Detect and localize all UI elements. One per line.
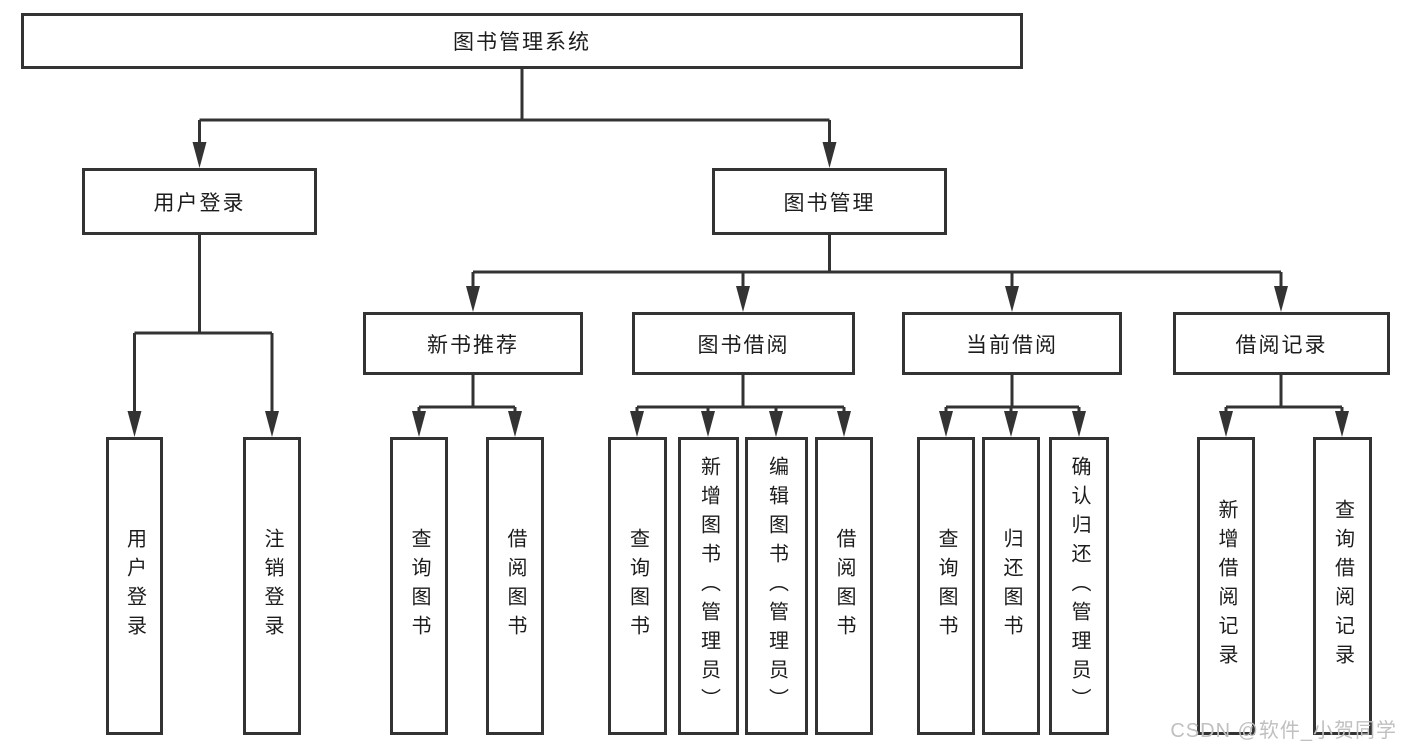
leaf-return-book: 归还图书 (982, 437, 1040, 735)
leaf-label: 查询图书 (626, 528, 649, 644)
leaf-borrow-books-borrowing: 借阅图书 (815, 437, 873, 735)
leaf-label: 注销登录 (261, 528, 283, 644)
leaf-label: 用户登录 (123, 528, 146, 644)
leaf-add-borrow-record: 新增借阅记录 (1197, 437, 1255, 735)
leaf-query-books-borrowing: 查询图书 (608, 437, 667, 735)
node-label: 用户登录 (153, 191, 246, 215)
node-label: 图书管理 (783, 191, 876, 215)
leaf-label: 借阅图书 (504, 528, 526, 644)
node-label: 新书推荐 (427, 333, 519, 357)
node-book-borrowing: 图书借阅 (632, 312, 855, 375)
leaf-edit-book-admin: 编辑图书（管理员） (745, 437, 808, 735)
node-new-book-recommendation: 新书推荐 (363, 312, 583, 375)
leaf-query-books-recommend: 查询图书 (390, 437, 448, 735)
node-label: 借阅记录 (1235, 333, 1328, 357)
leaf-label: 查询图书 (935, 528, 957, 644)
leaf-label: 查询借阅记录 (1331, 499, 1354, 673)
node-borrowing-records: 借阅记录 (1173, 312, 1390, 375)
node-user-login: 用户登录 (82, 168, 317, 235)
leaf-label: 归还图书 (1000, 528, 1022, 644)
leaf-label: 编辑图书（管理员） (765, 455, 788, 717)
node-current-borrowing: 当前借阅 (902, 312, 1122, 375)
leaf-label: 确认归还（管理员） (1068, 455, 1090, 717)
leaf-user-login: 用户登录 (106, 437, 163, 735)
leaf-confirm-return-admin: 确认归还（管理员） (1049, 437, 1109, 735)
leaf-logout: 注销登录 (243, 437, 301, 735)
leaf-label: 借阅图书 (833, 528, 855, 644)
leaf-query-books-current: 查询图书 (917, 437, 975, 735)
node-label: 当前借阅 (966, 333, 1058, 357)
leaf-borrow-books-recommend: 借阅图书 (486, 437, 544, 735)
leaf-label: 新增借阅记录 (1215, 499, 1237, 673)
leaf-label: 查询图书 (408, 528, 430, 644)
node-book-management: 图书管理 (712, 168, 947, 235)
node-book-management-system: 图书管理系统 (21, 13, 1023, 69)
node-label: 图书借阅 (697, 333, 790, 357)
csdn-watermark: CSDN @软件_小贺同学 (1170, 720, 1397, 742)
leaf-add-book-admin: 新增图书（管理员） (678, 437, 739, 735)
node-label: 图书管理系统 (453, 31, 591, 54)
leaf-query-borrow-record: 查询借阅记录 (1313, 437, 1372, 735)
leaf-label: 新增图书（管理员） (697, 455, 720, 717)
